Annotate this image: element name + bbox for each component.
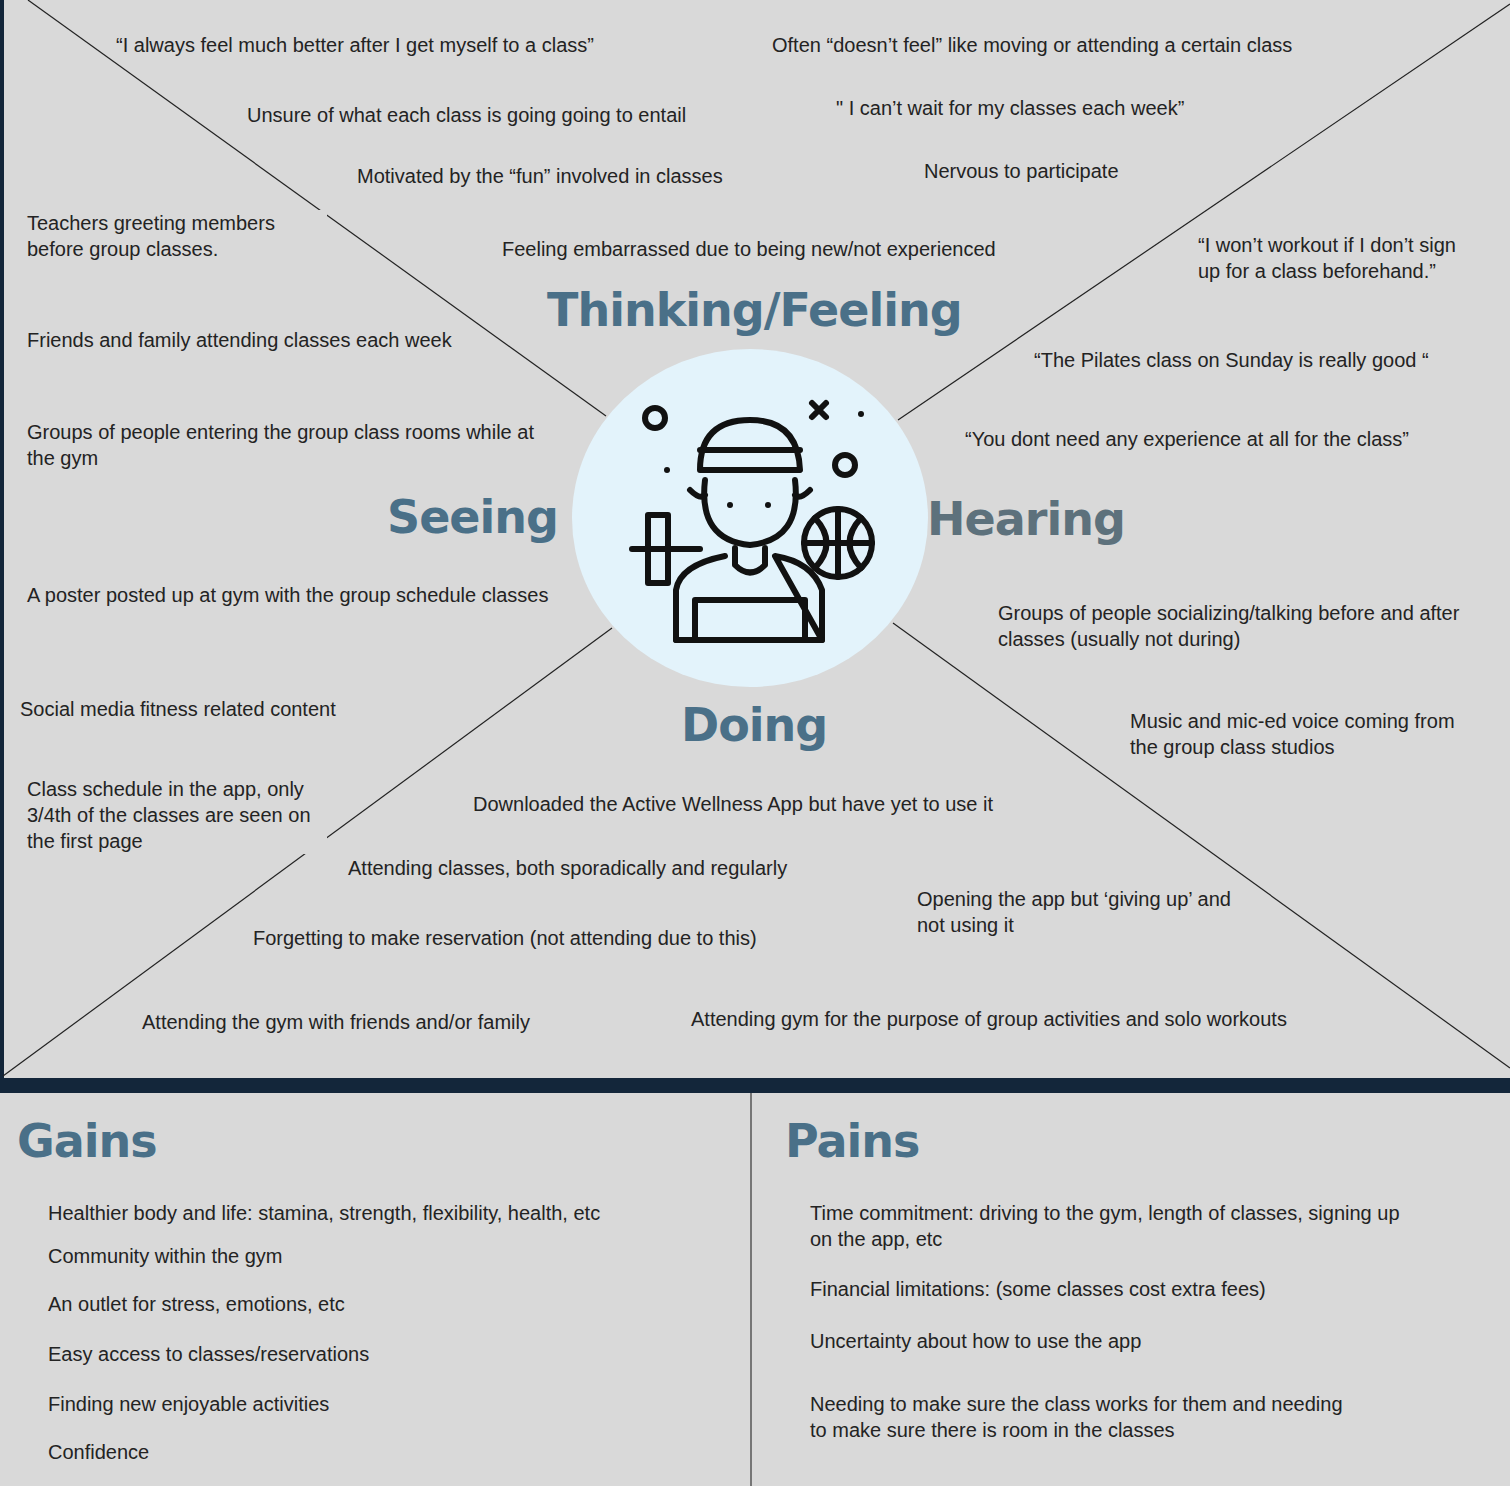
panel: PainsTime commitment: driving to the gym… (752, 1093, 1510, 1486)
map-note: Downloaded the Active Wellness App but h… (473, 791, 993, 817)
map-note: Music and mic-ed voice coming from the g… (1130, 708, 1475, 760)
diagonal-line (28, 0, 606, 416)
map-note: Opening the app but ‘giving up’ and not … (917, 886, 1252, 938)
map-note: Groups of people entering the group clas… (27, 419, 547, 471)
map-note: Feeling embarrassed due to being new/not… (502, 236, 996, 262)
panel: GainsHealthier body and life: stamina, s… (0, 1093, 751, 1486)
persona-icon (632, 403, 872, 640)
divider-band (0, 1078, 1510, 1093)
left-edge (0, 0, 4, 1080)
quadrant-heading: Seeing (387, 494, 558, 540)
panel-item: Easy access to classes/reservations (48, 1341, 369, 1367)
map-note: Attending classes, both sporadically and… (348, 855, 787, 881)
persona-circle (572, 349, 928, 687)
panel-item: Finding new enjoyable activities (48, 1391, 329, 1417)
panel-item: An outlet for stress, emotions, etc (48, 1291, 345, 1317)
quadrant-heading: Hearing (927, 496, 1125, 542)
dot (664, 467, 670, 473)
map-note: Unsure of what each class is going going… (247, 102, 686, 128)
map-note: Teachers greeting members before group c… (27, 210, 327, 262)
diagonal-line (898, 4, 1510, 420)
map-note: Class schedule in the app, only 3/4th of… (27, 776, 327, 854)
panel-divider (750, 1093, 752, 1486)
eye (727, 502, 733, 508)
map-note: “You dont need any experience at all for… (965, 426, 1409, 452)
map-note: " I can’t wait for my classes each week” (836, 95, 1184, 121)
panel-item: Confidence (48, 1439, 149, 1465)
diagonal-line (3, 628, 612, 1076)
panel-item: Community within the gym (48, 1243, 283, 1269)
panel-heading: Pains (785, 1118, 919, 1164)
quadrant-heading: Doing (681, 702, 827, 748)
map-note: Attending the gym with friends and/or fa… (142, 1009, 530, 1035)
panel-heading: Gains (17, 1118, 157, 1164)
panel-item: Healthier body and life: stamina, streng… (48, 1200, 738, 1226)
map-note: Friends and family attending classes eac… (27, 327, 477, 353)
quadrant-heading: Thinking/Feeling (547, 287, 962, 333)
map-note: Motivated by the “fun” involved in class… (357, 163, 723, 189)
map-note: “I won’t workout if I don’t sign up for … (1198, 232, 1473, 284)
map-note: Social media fitness related content (20, 696, 336, 722)
dot (858, 411, 864, 417)
map-note: Forgetting to make reservation (not atte… (253, 925, 757, 951)
panel-item: Financial limitations: (some classes cos… (810, 1276, 1266, 1302)
map-note: Often “doesn’t feel” like moving or atte… (772, 32, 1292, 58)
panel-item: Uncertainty about how to use the app (810, 1328, 1141, 1354)
map-note: “The Pilates class on Sunday is really g… (1034, 347, 1429, 373)
map-note: Groups of people socializing/talking bef… (998, 600, 1493, 652)
map-note: “I always feel much better after I get m… (116, 32, 594, 58)
map-note: Nervous to participate (924, 158, 1119, 184)
map-note: A poster posted up at gym with the group… (27, 582, 572, 608)
panel-item: Needing to make sure the class works for… (810, 1391, 1360, 1443)
diagonal-line (893, 623, 1510, 1068)
map-note: Attending gym for the purpose of group a… (691, 1006, 1287, 1032)
panel-item: Time commitment: driving to the gym, len… (810, 1200, 1410, 1252)
eye (765, 502, 771, 508)
